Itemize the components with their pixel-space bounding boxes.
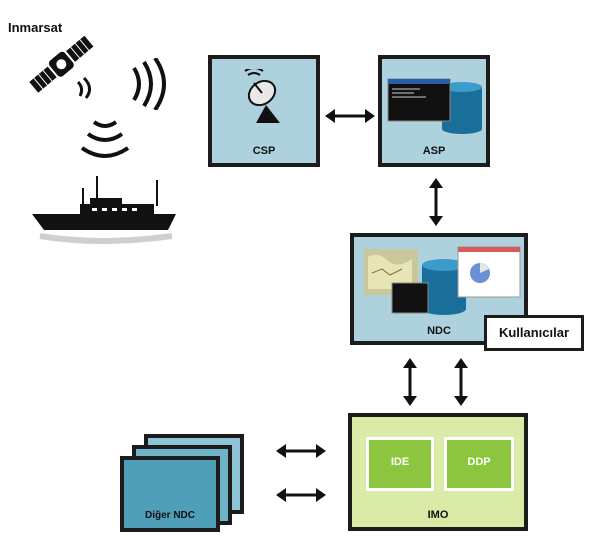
users-label: Kullanıcılar — [498, 325, 570, 340]
asp-label: ASP — [422, 145, 446, 157]
ide-label: IDE — [390, 456, 410, 468]
inmarsat-label: Inmarsat — [8, 20, 63, 35]
double-arrow-ndc-imo-right — [454, 358, 468, 406]
ndc-box: NDC — [350, 233, 528, 345]
double-arrow-csp-asp — [325, 109, 375, 123]
ddp-box: DDP — [444, 437, 514, 491]
users-box: Kullanıcılar — [484, 315, 584, 351]
signal-waves-icon — [132, 58, 166, 110]
asp-box: ASP — [378, 55, 490, 167]
imo-box: IDE DDP IMO — [348, 413, 528, 531]
other-ndc-label: Diğer NDC — [144, 510, 195, 521]
ship-icon — [32, 176, 176, 244]
other-ndc-box-front: Diğer NDC — [120, 456, 220, 532]
double-arrow-ndc-imo-left — [403, 358, 417, 406]
satellite-icon — [29, 35, 94, 99]
ndc-label: NDC — [427, 325, 451, 337]
ide-box: IDE — [366, 437, 434, 491]
csp-label: CSP — [252, 145, 276, 157]
antenna-dish-icon — [244, 69, 280, 123]
server-screen-icon — [387, 78, 482, 134]
imo-label: IMO — [427, 509, 449, 521]
csp-box: CSP — [208, 55, 320, 167]
map-database-icon — [364, 246, 521, 315]
signal-waves-down-icon — [80, 120, 130, 158]
double-arrow-other-ndc-imo-top — [276, 444, 326, 458]
double-arrow-asp-ndc — [429, 178, 443, 226]
ddp-label: DDP — [467, 456, 491, 468]
double-arrow-other-ndc-imo-bottom — [276, 488, 326, 502]
